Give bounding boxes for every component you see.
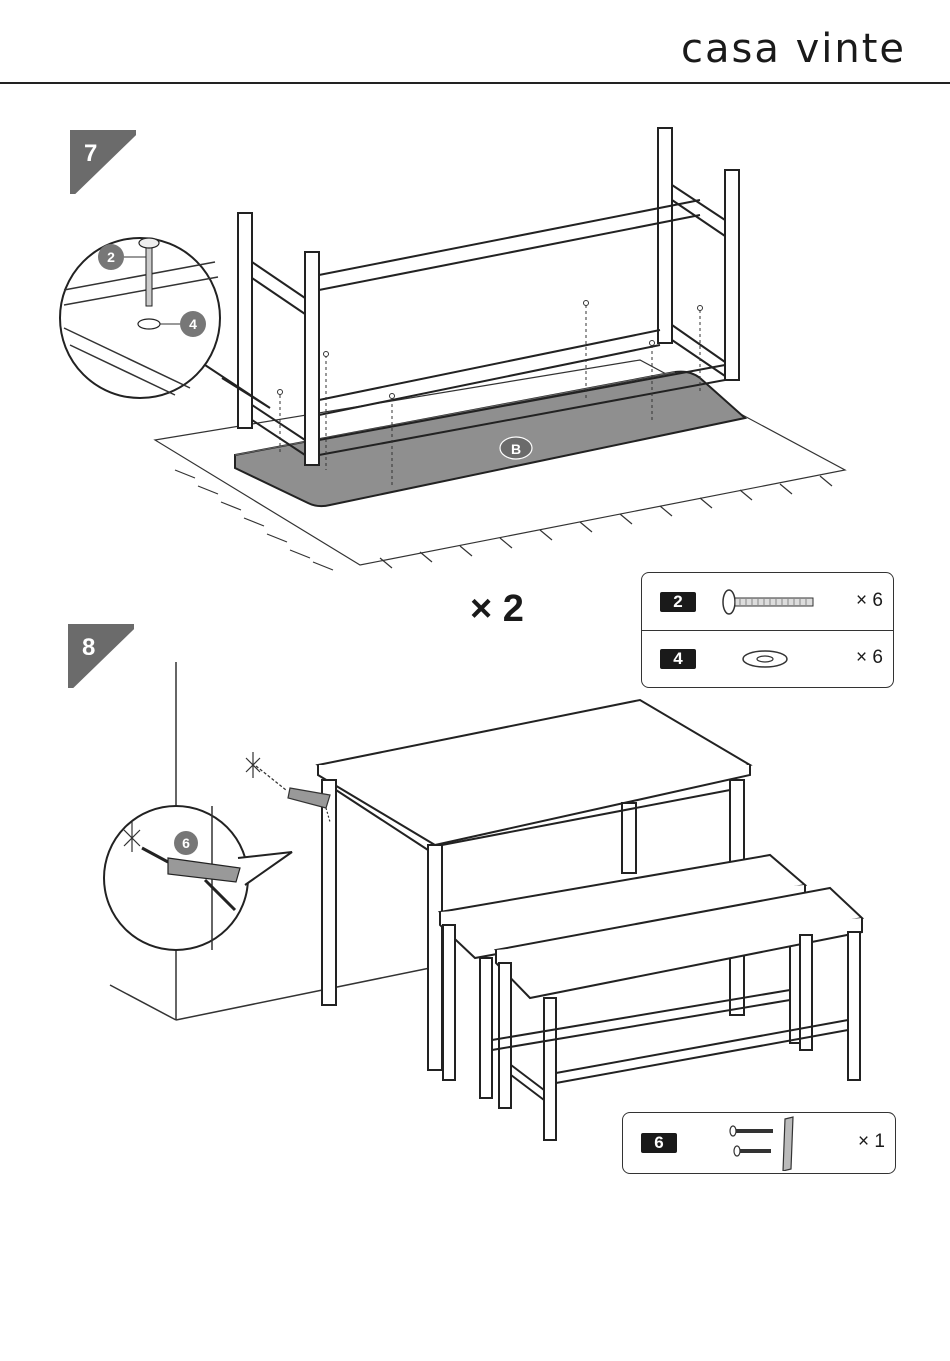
panel-b-label: B [511,441,521,457]
parts-box-step8: 6 × 1 [622,1112,896,1174]
part-id-label: 2 [660,592,696,612]
parts-row-anti-tip-kit: 6 × 1 [623,1113,895,1170]
part-qty: × 1 [858,1131,885,1153]
part-qty: × 6 [856,590,883,612]
parts-box-step7: 2 × 6 4 × 6 [641,572,894,688]
bolt-icon [720,587,816,617]
callout-6-label: 6 [182,835,190,851]
part-qty: × 6 [856,647,883,669]
parts-row-bolt: 2 × 6 [642,573,893,631]
callout-2-label: 2 [107,249,115,265]
parts-row-washer: 4 × 6 [642,630,893,687]
callout-4-label: 4 [189,316,197,332]
part-id-label: 6 [641,1133,677,1153]
anti-tip-strap [246,752,330,822]
washer-icon [740,648,790,670]
anti-tip-kit-icon [727,1115,807,1171]
part-id-label: 4 [660,649,696,669]
detail-magnifier-step8: 6 [104,806,292,950]
